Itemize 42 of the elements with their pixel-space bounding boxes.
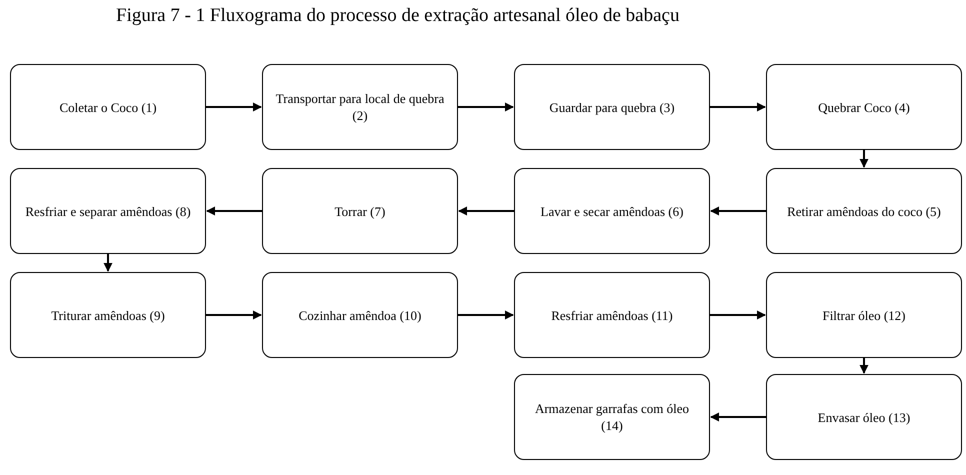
process-box bbox=[10, 168, 206, 254]
arrow bbox=[710, 206, 766, 216]
arrow bbox=[206, 102, 262, 112]
process-box bbox=[766, 374, 962, 460]
process-box bbox=[514, 272, 710, 358]
process-box bbox=[10, 272, 206, 358]
arrow bbox=[710, 310, 766, 320]
arrow bbox=[458, 206, 514, 216]
process-box bbox=[514, 64, 710, 150]
process-box bbox=[514, 374, 710, 460]
arrow bbox=[860, 358, 868, 374]
arrow bbox=[860, 150, 868, 168]
step-label: Resfriar e separar amêndoas (8) bbox=[25, 202, 191, 220]
process-box bbox=[10, 64, 206, 150]
step-label: Cozinhar amêndoa (10) bbox=[298, 306, 422, 324]
step-label: Quebrar Coco (4) bbox=[818, 98, 910, 116]
process-box bbox=[766, 168, 962, 254]
arrow bbox=[104, 254, 112, 272]
step-label: Envasar óleo (13) bbox=[818, 408, 910, 426]
process-box bbox=[514, 168, 710, 254]
step-label: Transportar para local de quebra (2) bbox=[274, 90, 446, 124]
arrow bbox=[710, 102, 766, 112]
step-label: Lavar e secar amêndoas (6) bbox=[540, 202, 684, 220]
process-box bbox=[766, 64, 962, 150]
process-box bbox=[262, 64, 458, 150]
process-box bbox=[262, 168, 458, 254]
step-label: Triturar amêndoas (9) bbox=[51, 306, 165, 324]
arrow bbox=[206, 310, 262, 320]
step-label: Coletar o Coco (1) bbox=[59, 98, 157, 116]
step-label: Guardar para quebra (3) bbox=[549, 98, 675, 116]
arrow bbox=[458, 310, 514, 320]
step-label: Armazenar garrafas com óleo (14) bbox=[534, 400, 690, 434]
step-label: Retirar amêndoas do coco (5) bbox=[787, 202, 941, 220]
step-label: Filtrar óleo (12) bbox=[822, 306, 906, 324]
process-box bbox=[766, 272, 962, 358]
arrow bbox=[458, 102, 514, 112]
arrow bbox=[710, 412, 766, 422]
step-label: Torrar (7) bbox=[334, 202, 386, 220]
figure-title: Figura 7 - 1 Fluxograma do processo de extração artesanal óleo de babaçu bbox=[116, 4, 680, 28]
step-label: Resfriar amêndoas (11) bbox=[551, 306, 673, 324]
arrow bbox=[206, 206, 262, 216]
process-box bbox=[262, 272, 458, 358]
